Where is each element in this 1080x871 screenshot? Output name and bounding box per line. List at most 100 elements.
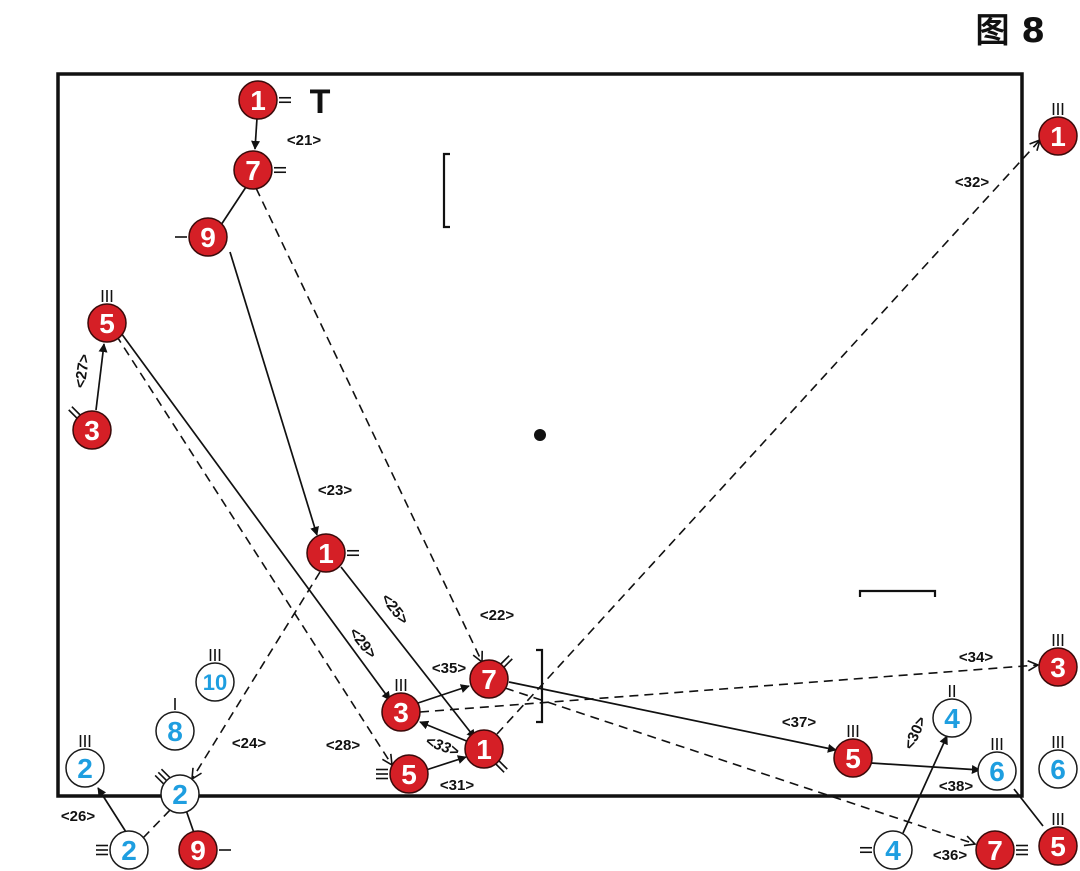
move-21: [251, 117, 261, 150]
player-token: [1038, 647, 1078, 687]
red-player-1: 1: [464, 729, 508, 773]
player-number: 2: [77, 753, 93, 784]
player-number: 6: [989, 756, 1005, 787]
player-token: [1038, 826, 1078, 866]
pass-24: [192, 571, 321, 779]
move-33: [419, 720, 470, 743]
pass-36: [504, 687, 975, 844]
player-number: 10: [203, 670, 227, 695]
player-token: [389, 754, 429, 794]
red-player-9: 9: [178, 830, 231, 870]
player-number: 5: [99, 308, 115, 339]
label-37: <37>: [782, 714, 816, 731]
player-number: 1: [476, 734, 492, 765]
player-number: 8: [167, 716, 183, 747]
pass-2-2: [142, 807, 173, 839]
move-29: [120, 332, 391, 701]
player-number: 5: [401, 759, 417, 790]
mini-goal-center: [536, 648, 544, 724]
label-31: <31>: [440, 777, 474, 794]
player-number: 7: [245, 155, 261, 186]
player-tick-mark: [157, 771, 168, 782]
player-tick-mark: [498, 760, 508, 770]
blue-player-2: 2: [65, 735, 105, 788]
link-6-5: [1013, 788, 1044, 827]
red-player-9: 9: [175, 217, 228, 257]
label-32: <32>: [955, 174, 989, 191]
player-token: [238, 80, 278, 120]
red-player-7: 7: [975, 830, 1028, 870]
move-30: [902, 735, 948, 834]
label-36: <36>: [933, 847, 967, 864]
red-player-1: 1: [1038, 103, 1078, 156]
red-player-7: 7: [469, 655, 513, 699]
player-number: 5: [845, 743, 861, 774]
player-tick-mark: [68, 409, 78, 419]
red-player-3: 3: [381, 679, 421, 732]
player-number: 1: [318, 538, 334, 569]
player-number: 9: [200, 222, 216, 253]
player-tick-mark: [160, 768, 171, 779]
player-number: 2: [121, 835, 137, 866]
player-token: [109, 830, 149, 870]
player-token: [1038, 116, 1078, 156]
label-21: <21>: [287, 132, 321, 149]
red-player-3: 3: [1038, 634, 1078, 687]
move-37: [508, 681, 837, 753]
field-boundary: [56, 72, 1024, 798]
label-23: <23>: [318, 482, 352, 499]
link-2-9: [185, 809, 195, 834]
player-number: 4: [944, 703, 960, 734]
pass-28: [115, 334, 392, 765]
player-number: 9: [190, 835, 206, 866]
red-player-5: 5: [376, 754, 429, 794]
red-player-5: 5: [87, 290, 127, 343]
dashed-lines: [115, 140, 1040, 844]
player-number: 1: [1050, 121, 1066, 152]
player-token: [87, 303, 127, 343]
player-tick-mark: [503, 658, 513, 668]
blue-player-8: 8: [155, 698, 195, 751]
player-tick-mark: [500, 655, 510, 665]
player-token: [381, 692, 421, 732]
player-number: 3: [393, 697, 409, 728]
player-token: [195, 662, 235, 702]
pass-22: [255, 187, 482, 662]
blue-player-4: 4: [932, 685, 972, 738]
player-tick-mark: [495, 763, 505, 773]
player-token: [72, 410, 112, 450]
solid-lines: [95, 117, 1044, 834]
red-player-1: 1: [238, 80, 291, 120]
mini-goal-top: [442, 152, 450, 229]
pass-32: [496, 140, 1040, 735]
label-26: <26>: [61, 808, 95, 825]
player-token: [306, 533, 346, 573]
center-spot: [534, 429, 546, 441]
player-tick-mark: [154, 774, 165, 785]
player-number: 4: [885, 835, 901, 866]
player-token: [469, 659, 509, 699]
move-31: [425, 755, 467, 771]
tee-marker: T: [310, 83, 331, 121]
player-token: [464, 729, 504, 769]
move-35: [417, 684, 470, 704]
label-24: <24>: [232, 735, 266, 752]
blue-player-4: 4: [860, 830, 913, 870]
player-number: 3: [1050, 652, 1066, 683]
red-player-5: 5: [1038, 813, 1078, 866]
red-player-1: 1: [306, 533, 359, 573]
player-number: 7: [987, 835, 1003, 866]
label-27: <27>: [72, 353, 94, 389]
player-token: [65, 748, 105, 788]
player-number: 6: [1050, 754, 1066, 785]
move-26: [97, 787, 127, 833]
move-23: [229, 251, 319, 536]
blue-player-6: 6: [977, 738, 1017, 791]
move-38: [870, 762, 981, 774]
label-22: <22>: [480, 607, 514, 624]
red-player-5: 5: [833, 725, 873, 778]
player-token: [155, 711, 195, 751]
figure-title: 图 8: [976, 11, 1046, 51]
